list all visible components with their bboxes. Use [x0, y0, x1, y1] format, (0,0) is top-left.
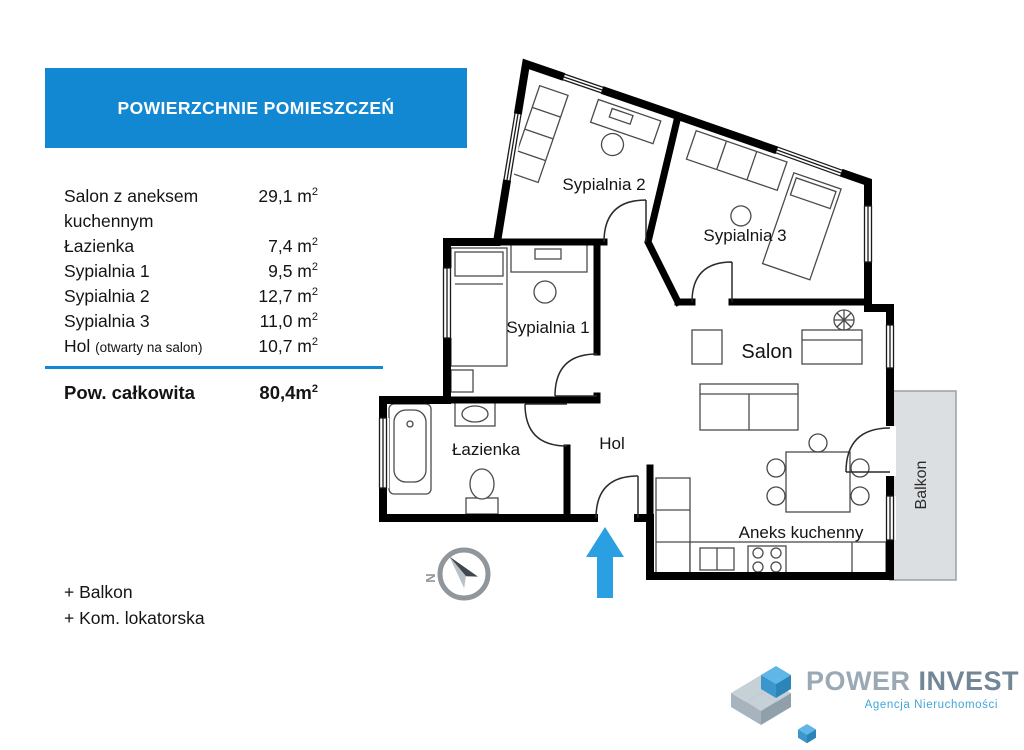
room-area: 11,0 m2 [259, 311, 318, 331]
room-area: 9,5 m2 [268, 261, 318, 281]
furniture-bathroom [388, 401, 499, 515]
room-label-hol: Hol [599, 434, 625, 453]
room-area: 29,1 m2 [258, 186, 318, 206]
total-area-row: Pow. całkowita 80,4m2 [64, 380, 318, 406]
room-name: Łazienka [64, 236, 135, 256]
room-area: 10,7 m2 [258, 336, 318, 356]
logo-cubes-icon [731, 666, 816, 744]
area-row-sypialnia2: Sypialnia 2 12,7 m2 [64, 284, 318, 309]
logo-text: POWER INVEST Agencja Nieruchomości [806, 666, 1019, 711]
area-table: Salon z aneksem kuchennym 29,1 m2 Łazien… [64, 184, 318, 360]
extra-balkon: + Balkon [64, 582, 133, 602]
furniture-kitchen [655, 477, 887, 577]
total-label: Pow. całkowita [64, 382, 195, 403]
room-label-balkon: Balkon [913, 461, 930, 510]
area-row-sypialnia3: Sypialnia 3 11,0 m2 [64, 309, 318, 334]
room-label-lazienka: Łazienka [452, 440, 521, 459]
panel-divider [45, 366, 383, 369]
room-name: Sypialnia 3 [64, 311, 150, 331]
panel-title: POWIERZCHNIE POMIESZCZEŃ [117, 97, 395, 118]
furniture-bedroom1 [450, 243, 588, 393]
extra-komorka: + Kom. lokatorska [64, 608, 205, 628]
entrance-arrow-icon [586, 527, 624, 598]
total-value: 80,4m2 [259, 382, 318, 403]
room-name: Salon z aneksem kuchennym [64, 186, 199, 231]
panel-title-banner: POWIERZCHNIE POMIESZCZEŃ [45, 68, 467, 148]
extras-list: + Balkon + Kom. lokatorska [64, 579, 205, 631]
balcony-area [889, 390, 957, 581]
room-label-aneks: Aneks kuchenny [739, 523, 864, 542]
logo-tagline: Agencja Nieruchomości [864, 699, 998, 711]
furniture-salon [691, 309, 870, 513]
plan-doors [524, 199, 891, 519]
area-row-hol: Hol (otwarty na salon) 10,7 m2 [64, 334, 318, 360]
logo-brand-power: POWER [806, 666, 911, 696]
room-name: Sypialnia 2 [64, 286, 150, 306]
furniture-bedroom3 [685, 129, 842, 281]
room-name-note: (otwarty na salon) [95, 340, 203, 355]
logo-brand: POWER INVEST [806, 666, 1019, 697]
area-row-salon: Salon z aneksem kuchennym 29,1 m2 [64, 184, 318, 234]
area-row-lazienka: Łazienka 7,4 m2 [64, 234, 318, 259]
room-label-sypialnia1: Sypialnia 1 [506, 318, 589, 337]
plan-windows [377, 71, 896, 541]
room-label-sypialnia3: Sypialnia 3 [703, 226, 786, 245]
logo-brand-invest: INVEST [918, 666, 1020, 696]
room-label-sypialnia2: Sypialnia 2 [562, 175, 645, 194]
compass-n-label: N [423, 573, 438, 582]
area-row-sypialnia1: Sypialnia 1 9,5 m2 [64, 259, 318, 284]
room-name: Sypialnia 1 [64, 261, 150, 281]
furniture-bedroom2 [508, 84, 662, 184]
compass-icon: N [423, 547, 491, 601]
room-label-salon: Salon [741, 341, 792, 363]
room-name: Hol (otwarty na salon) [64, 336, 203, 356]
room-area: 7,4 m2 [268, 236, 318, 256]
room-area: 12,7 m2 [258, 286, 318, 306]
agency-logo: POWER INVEST Agencja Nieruchomości [722, 654, 1019, 750]
plan-walls [379, 58, 894, 580]
